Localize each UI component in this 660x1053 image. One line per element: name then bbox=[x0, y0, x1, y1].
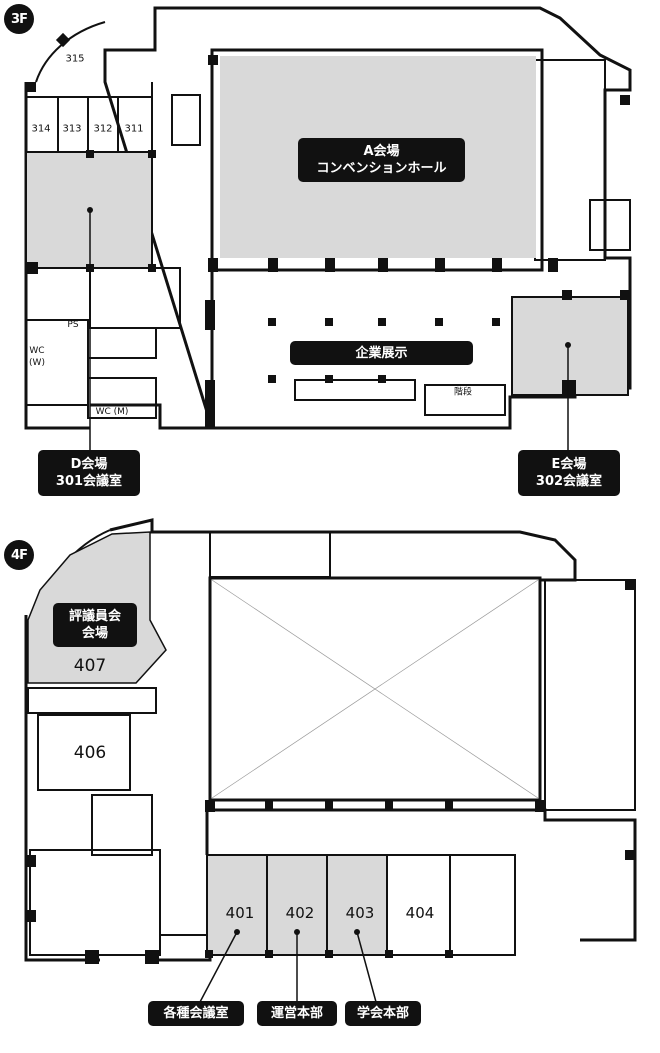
room-406: 406 bbox=[73, 743, 107, 763]
exhibit-name: 企業展示 bbox=[355, 345, 408, 361]
hall-e-room: 302会議室 bbox=[535, 474, 603, 489]
hall-e-name: E会場 bbox=[551, 457, 587, 472]
room-404: 404 bbox=[405, 904, 435, 922]
columns-3f bbox=[26, 32, 630, 428]
hall-e-area bbox=[511, 296, 629, 396]
council-hall-label[interactable]: 評議員会 会場 bbox=[53, 603, 137, 647]
hall-e-label[interactable]: E会場 302会議室 bbox=[518, 450, 620, 496]
room-403: 403 bbox=[345, 904, 375, 922]
room-403-area bbox=[328, 856, 386, 954]
stairs-label: 階段 bbox=[453, 387, 473, 398]
room-401: 401 bbox=[225, 904, 255, 922]
columns-4f bbox=[26, 580, 635, 964]
floor-badge-4f: 4F bbox=[4, 540, 34, 570]
council-hall-name: 評議員会 bbox=[68, 609, 121, 624]
room-401-area bbox=[208, 856, 266, 954]
council-hall-sub: 会場 bbox=[81, 626, 108, 641]
room-401-purpose: 各種会議室 bbox=[163, 1006, 229, 1021]
room-312: 312 bbox=[93, 123, 113, 135]
room-407: 407 bbox=[73, 656, 107, 676]
floor-4f-walls bbox=[24, 518, 637, 962]
room-402-purpose: 運営本部 bbox=[270, 1006, 323, 1021]
hall-d-label[interactable]: D会場 301会議室 bbox=[38, 450, 140, 496]
hall-a-name: A会場 bbox=[363, 144, 400, 159]
floor-badge-3f: 3F bbox=[4, 4, 34, 34]
room-311: 311 bbox=[124, 123, 144, 135]
room-403-purpose: 学会本部 bbox=[356, 1006, 409, 1021]
wc-men-label: WC (M) bbox=[95, 407, 129, 417]
room-313: 313 bbox=[62, 123, 82, 135]
exhibit-label[interactable]: 企業展示 bbox=[290, 341, 473, 365]
hall-d-name: D会場 bbox=[70, 457, 108, 472]
ps-label: PS bbox=[67, 320, 79, 330]
hall-a-label[interactable]: A会場 コンベンションホール bbox=[298, 138, 465, 182]
hall-d-room: 301会議室 bbox=[55, 474, 123, 489]
room-402: 402 bbox=[285, 904, 315, 922]
room-314: 314 bbox=[31, 123, 51, 135]
room-403-label[interactable]: 学会本部 bbox=[345, 1001, 421, 1026]
wc-women-sub: (W) bbox=[29, 358, 45, 368]
wc-women-label: WC bbox=[29, 346, 45, 356]
hall-a-subtitle: コンベンションホール bbox=[316, 161, 447, 176]
room-402-label[interactable]: 運営本部 bbox=[257, 1001, 337, 1026]
room-315: 315 bbox=[65, 53, 85, 65]
room-401-label[interactable]: 各種会議室 bbox=[148, 1001, 244, 1026]
